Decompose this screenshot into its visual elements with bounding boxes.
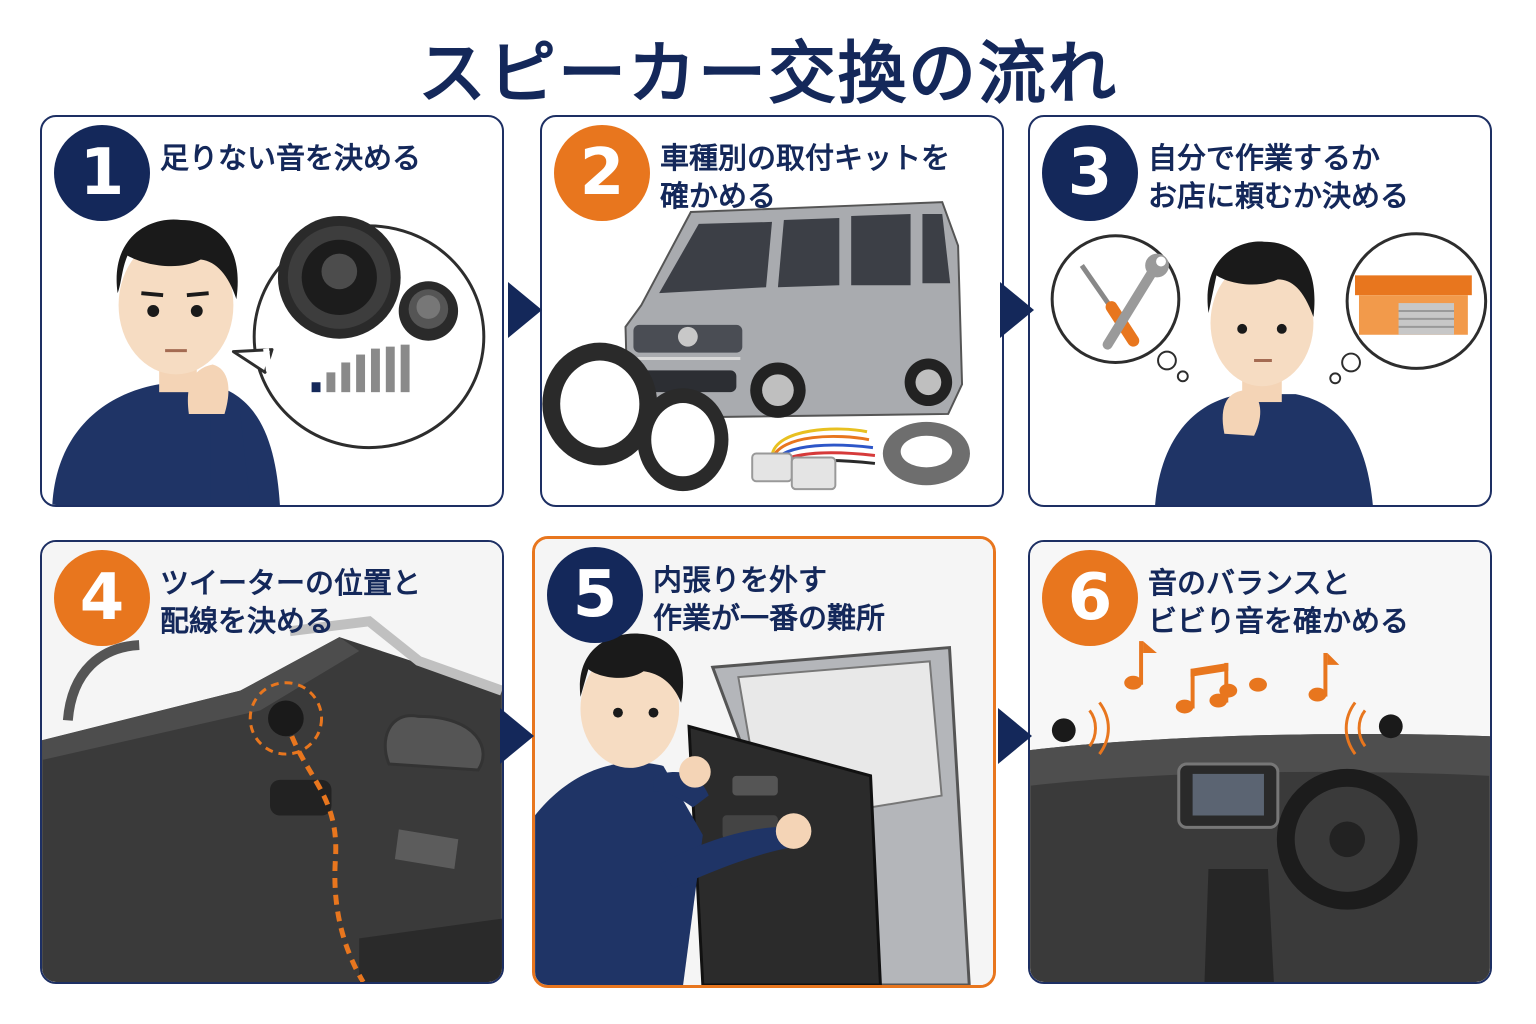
step-number-badge: 6 xyxy=(1042,550,1138,646)
step-card-5: 5 内張りを外す 作業が一番の難所 xyxy=(532,536,996,988)
wrench-icon xyxy=(1102,253,1169,350)
next-arrow-icon xyxy=(508,282,542,338)
volume-bars-icon xyxy=(311,344,410,393)
music-note-icon xyxy=(1124,641,1340,714)
step-description: 音のバランスと ビビり音を確かめる xyxy=(1148,564,1478,640)
mounting-bracket-icon xyxy=(542,342,729,492)
door-panel-icon xyxy=(535,539,993,985)
page-title: スピーカー交換の流れ xyxy=(417,35,1118,114)
step-line: 車種別の取付キットを xyxy=(660,141,951,175)
step-description: 自分で作業するか お店に頼むか決める xyxy=(1148,139,1478,215)
step-description: ツイーターの位置と 配線を決める xyxy=(160,564,490,640)
dashboard-icon xyxy=(42,542,502,982)
step-line: 足りない音を決める xyxy=(160,141,422,175)
step-line: 確かめる xyxy=(660,179,777,213)
next-arrow-icon xyxy=(1000,282,1034,338)
step-card-4: 4 ツイーターの位置と 配線を決める xyxy=(40,540,504,984)
step-card-2: 2 車種別の取付キットを 確かめる xyxy=(540,115,1004,507)
next-arrow-icon xyxy=(500,708,534,764)
step-line: 自分で作業するか xyxy=(1148,141,1381,175)
step-line: 配線を決める xyxy=(160,604,335,638)
next-arrow-icon xyxy=(998,708,1032,764)
step-card-1: 1 足りない音を決める xyxy=(40,115,504,507)
thinking-person-icon xyxy=(52,215,486,505)
step-description: 内張りを外す 作業が一番の難所 xyxy=(653,561,981,637)
step-line: ツイーターの位置と xyxy=(160,566,422,600)
step-number-badge: 1 xyxy=(54,125,150,221)
step-number-badge: 3 xyxy=(1042,125,1138,221)
step-card-6: 6 音のバランスと ビビり音を確かめる xyxy=(1028,540,1492,984)
step-line: 作業が一番の難所 xyxy=(653,601,886,635)
car-icon xyxy=(624,201,964,419)
step-number-badge: 5 xyxy=(547,547,643,643)
step-description: 足りない音を決める xyxy=(160,139,490,177)
wiring-harness-icon xyxy=(751,427,876,491)
step-line: 音のバランスと xyxy=(1148,566,1351,600)
step-card-3: 3 自分で作業するか お店に頼むか決める xyxy=(1028,115,1492,507)
step-line: ビビり音を確かめる xyxy=(1148,604,1410,638)
step-line: 内張りを外す xyxy=(653,563,828,597)
speaker-icon xyxy=(277,215,401,339)
shop-icon xyxy=(1355,275,1472,335)
step-line: お店に頼むか決める xyxy=(1148,179,1410,213)
step-number-badge: 2 xyxy=(554,125,650,221)
step-number-badge: 4 xyxy=(54,550,150,646)
step-description: 車種別の取付キットを 確かめる xyxy=(660,139,990,215)
tweeter-icon xyxy=(398,281,459,341)
